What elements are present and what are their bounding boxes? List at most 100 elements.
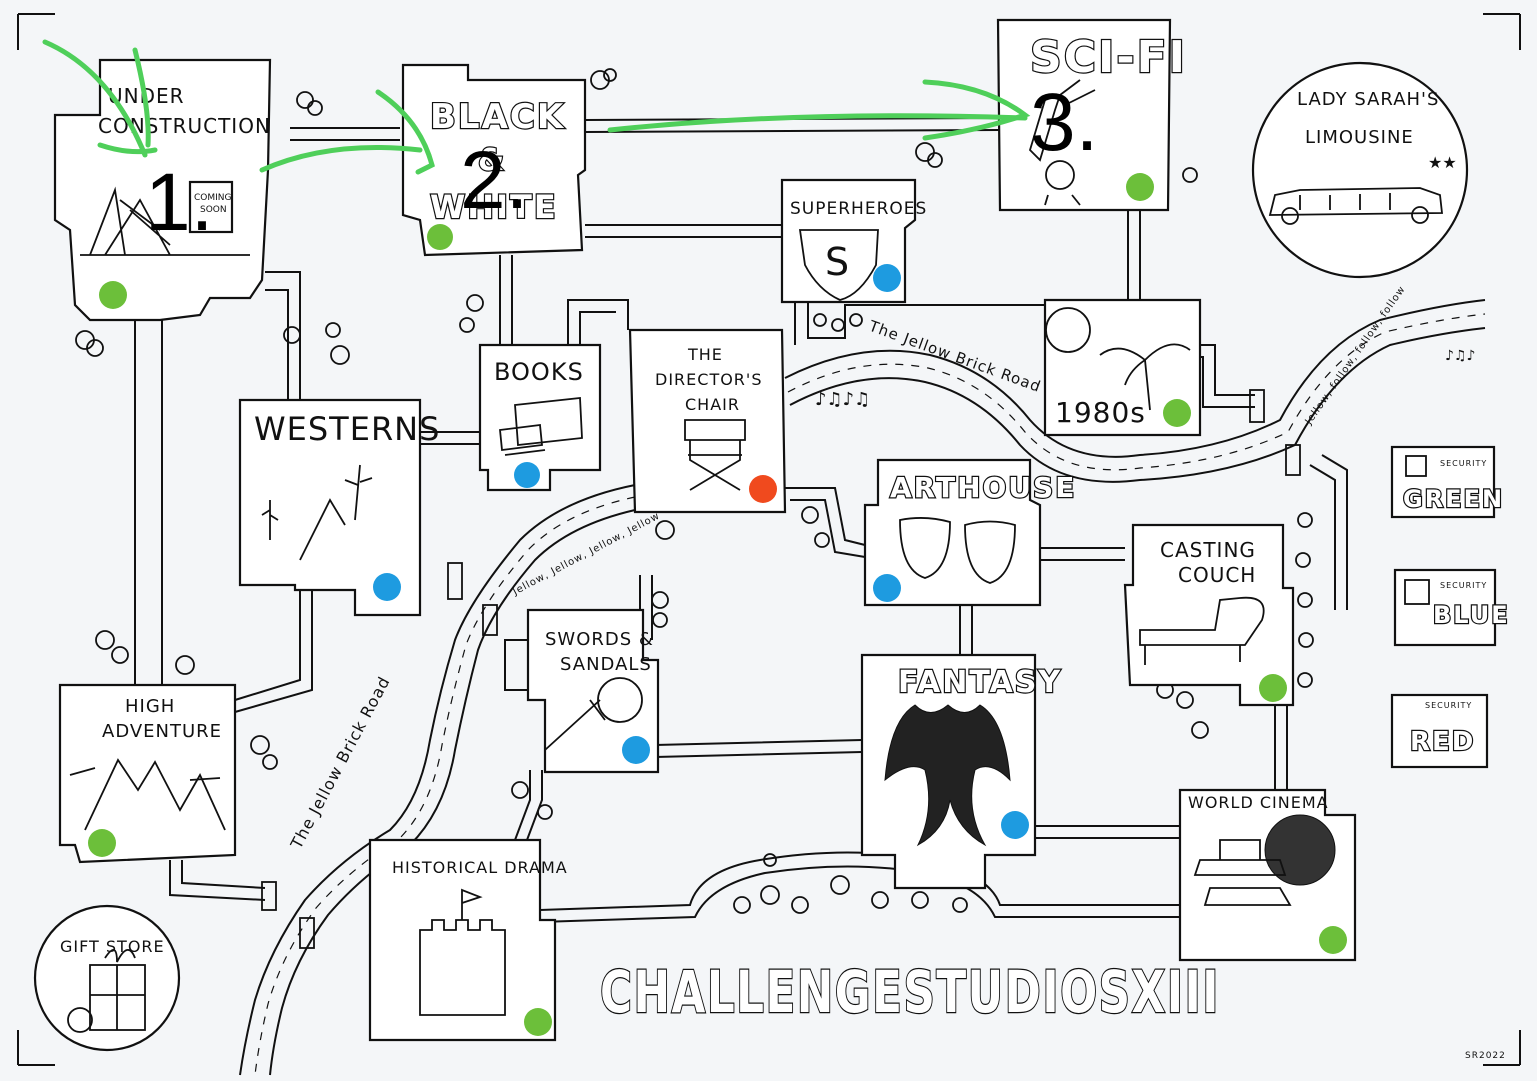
sun-icon [1045,307,1091,353]
road-label-top: The Jellow Brick Road [866,317,1044,396]
zone-label: BOOKS [494,358,584,386]
status-dot-green [1319,926,1347,954]
step-number-2: 2. [460,135,528,226]
zone-label: FANTASY [898,665,1062,700]
zone-label-line2: SANDALS [560,654,652,675]
zone-black-white[interactable]: BLACK & WHITE [401,63,587,257]
music-notes-icon: ♪♫♪ [1445,348,1475,364]
security-small-label: SECURITY [1425,701,1472,710]
cactus-icon [261,464,373,561]
chair-icon [684,419,746,491]
status-dot-blue [622,736,650,764]
zone-scifi[interactable]: SCI-FI [996,18,1187,212]
security-red[interactable]: SECURITY RED [1390,693,1489,769]
limousine-icon [1268,187,1444,225]
rocket-icon [1028,79,1096,206]
zone-label: WORLD CINEMA [1188,793,1329,812]
zone-label: GIFT STORE [60,937,165,956]
status-dot-green [99,281,127,309]
palm-icon [1099,343,1191,411]
zone-directors-chair[interactable]: THE DIRECTOR'S CHAIR [628,328,787,514]
status-dot-green [427,224,453,250]
dragon-icon [884,704,1011,847]
couch-icon [1139,596,1265,665]
zone-label-line3: CHAIR [685,395,740,414]
security-big-label: GREEN [1403,485,1504,513]
mountains-icon [69,758,226,831]
status-dot-green [1259,674,1287,702]
shield-icon [798,229,879,301]
zone-label-line2: & [478,143,506,178]
zone-fantasy[interactable]: FANTASY [860,653,1062,890]
zone-books[interactable]: BOOKS [478,343,602,492]
castle-icon [419,888,506,1016]
status-dot-green [1163,399,1191,427]
zone-label-line1: BLACK [430,97,565,137]
zone-label-line1: HIGH [125,696,175,717]
zone-label-line1: LADY SARAH'S [1297,89,1439,110]
zone-label: ARTHOUSE [890,471,1076,504]
zone-label: HISTORICAL DRAMA [392,858,568,877]
zone-label: WESTERNS [254,410,440,448]
zone-limousine[interactable]: LADY SARAH'S LIMOUSINE ★★ [1251,61,1469,279]
zone-casting-couch[interactable]: CASTING COUCH [1123,523,1295,707]
sign-text-line1: COMING [194,193,232,203]
zone-swords-sandals[interactable]: SWORDS & SANDALS [526,608,660,774]
theatre-masks-icon [899,517,1016,584]
corner-marks [17,13,1521,1066]
zone-label: 1980s [1055,396,1146,429]
status-dot-blue [373,573,401,601]
zone-label-line1: THE [687,345,723,364]
music-notes-icon-left: ♪♫♪♫ [815,389,870,410]
gift-box-icon [67,949,146,1033]
zone-label-line2: LIMOUSINE [1305,127,1414,148]
zone-gift-store[interactable]: GIFT STORE [33,904,181,1052]
stars-icon: ★★ [1428,153,1457,172]
zone-label-line2: ADVENTURE [102,721,222,742]
status-dot-green [1126,173,1154,201]
status-dot-blue [873,264,901,292]
zone-label-line1: CASTING [1160,538,1256,562]
shield-sword-icon [544,677,643,751]
temple-icon [1193,839,1292,906]
road-label-follow-right: Jellow, follow, follow, follow [1303,284,1408,428]
zone-high-adventure[interactable]: HIGH ADVENTURE [58,683,237,864]
traffic-light-icons [261,389,1301,949]
status-dot-blue [1001,811,1029,839]
status-dot-blue [873,574,901,602]
yellow-brick-road [239,299,1486,1076]
zone-label-line2: DIRECTOR'S [655,370,762,389]
step-number-1: 1. [145,157,213,248]
security-big-label: BLUE [1433,601,1510,629]
crane-icon [80,186,250,256]
status-dot-blue [514,462,540,488]
signature: SR2022 [1465,1051,1506,1061]
security-big-label: RED [1410,727,1475,757]
shield-emblem: S [825,240,849,284]
zone-historical-drama[interactable]: HISTORICAL DRAMA [368,838,568,1042]
zone-superheroes[interactable]: SUPERHEROES S [780,178,927,304]
status-dot-red [749,475,777,503]
coming-soon-sign [188,180,234,234]
studio-title: CHALLENGESTUDIOSXIII [600,958,1220,1026]
shrubs [75,68,1314,914]
status-dot-green [524,1008,552,1036]
status-dot-green [88,829,116,857]
zone-label-line1: SWORDS & [545,629,654,650]
route-arrows [42,39,1031,175]
security-blue[interactable]: SECURITY BLUE [1393,568,1510,647]
road-label-left: The Jellow Brick Road [286,673,394,853]
security-small-label: SECURITY [1440,459,1487,468]
zone-1980s[interactable]: 1980s [1043,298,1202,437]
zone-label: SUPERHEROES [790,199,927,219]
security-green[interactable]: SECURITY GREEN [1390,445,1504,519]
zone-label: SCI-FI [1030,32,1187,83]
security-small-label: SECURITY [1440,581,1487,590]
sign-text-line2: SOON [200,205,227,215]
zone-label-line2: COUCH [1178,563,1256,587]
zone-world-cinema[interactable]: WORLD CINEMA [1178,788,1357,962]
zone-arthouse[interactable]: ARTHOUSE [863,458,1076,607]
zone-westerns[interactable]: WESTERNS [238,398,440,617]
step-number-3: 3. [1030,77,1098,168]
